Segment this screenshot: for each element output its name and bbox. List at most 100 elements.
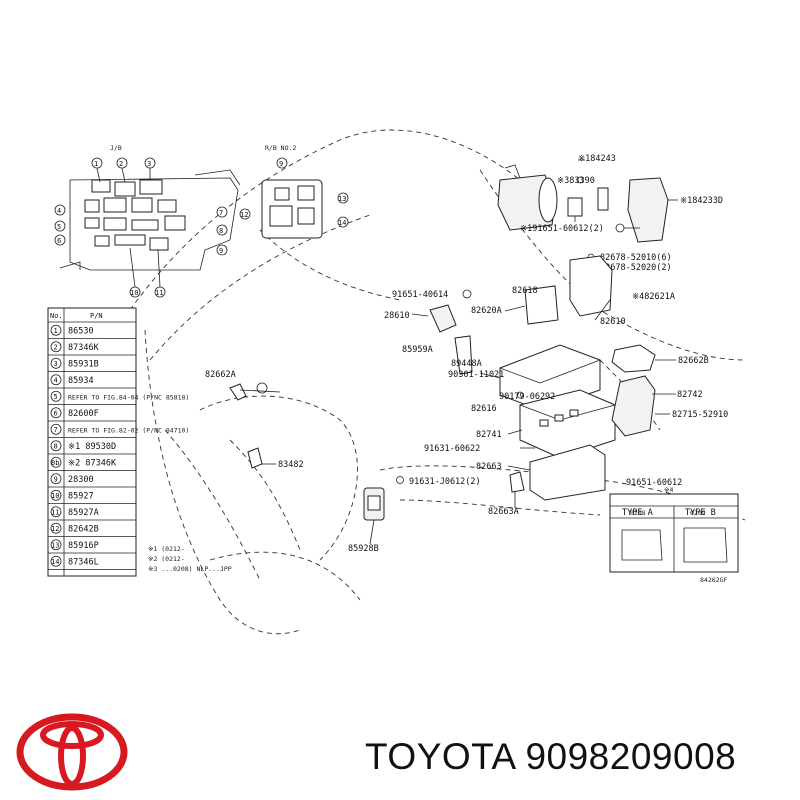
type-b-label: TYPE B (685, 508, 716, 518)
table-row-part-number: 82600F (68, 409, 99, 419)
table-row-number: 4 (54, 376, 58, 384)
parts-table: No. P/N (47, 307, 137, 577)
table-row-part-number: 86530 (68, 326, 94, 336)
callout-28: 85928B (348, 544, 379, 554)
svg-text:8: 8 (219, 227, 223, 235)
relay-group: ※184243 ※383390 ※184233D ※191651-60612(2… (497, 154, 723, 302)
table-row-number: 1 (54, 327, 58, 335)
table-note: ※2 (0212- (148, 555, 185, 563)
table-row-number-circle (50, 489, 62, 501)
type-a-label: TYPE A (622, 508, 653, 518)
callout-1: ※383390 (557, 176, 595, 186)
table-row-part-number: 85931B (68, 359, 99, 369)
table-row-number: 2 (54, 343, 58, 351)
table-row-number: 12 (51, 525, 59, 533)
callout-10: 82620A (471, 306, 502, 316)
table-row-number-circle (50, 423, 62, 435)
table-row-part-number: REFER TO FIG.82-02 (P/NC 84710) (68, 426, 189, 434)
sensor-group: 82662A 83482 85928B (205, 370, 385, 554)
callout-18: 82742 (677, 390, 703, 400)
svg-text:9: 9 (219, 247, 223, 255)
table-row-number: 8 (54, 442, 58, 450)
inset-left-title: J/B (110, 144, 122, 152)
toyota-logo-icon (16, 713, 128, 791)
svg-text:13: 13 (338, 195, 346, 203)
table-row-number: 14 (51, 558, 59, 566)
svg-text:9: 9 (279, 160, 283, 168)
callout-9: 28610 (384, 311, 410, 321)
table-row-number: 8b (51, 459, 59, 467)
table-header-no: No. (50, 312, 63, 320)
callout-8: 82618 (512, 286, 538, 296)
table-row-part-number: 85927A (68, 508, 99, 518)
table-note: ※1 (0212- (148, 545, 185, 553)
table-row-number: 11 (51, 508, 59, 516)
type-header-right: 0209 (690, 509, 706, 517)
callout-6: ※482621A (632, 292, 675, 302)
jb-inset: J/B 1 2 3 4 5 6 7 8 9 10 11 (54, 144, 241, 298)
table-row-number-circle (50, 374, 62, 386)
callout-17: 90179-06292 (499, 392, 555, 402)
connector-group: 91651-40614 82618 28610 82620A 82610 859… (384, 255, 626, 375)
svg-text:4: 4 (57, 207, 61, 215)
callout-3: ※191651-60612(2) (520, 224, 604, 234)
table-row-part-number: 28300 (68, 475, 94, 485)
table-row-number: 13 (51, 541, 59, 549)
svg-text:12: 12 (240, 211, 248, 219)
type-box: ※4 0208 0209 TYPE A TYPE B 84262GF (609, 486, 739, 584)
callout-22: 91631-60622 (424, 444, 480, 454)
callout-16: 82662B (678, 356, 709, 366)
inset-right-title: R/B NO.2 (265, 144, 296, 152)
callout-20: 82715-52910 (672, 410, 728, 420)
table-row-number: 10 (51, 492, 59, 500)
callout-12: 85959A (402, 345, 433, 355)
table-row-number: 3 (54, 360, 58, 368)
table-row-part-number: 87346K (68, 343, 100, 353)
table-row-number: 9 (54, 475, 58, 483)
table-row-part-number: 85934 (68, 376, 94, 386)
table-row-part-number: 85927 (68, 491, 94, 501)
fuse-box: 90301-11021 89448A 82662B 90179-06292 82… (396, 344, 728, 517)
callout-19: 82616 (471, 404, 497, 414)
svg-text:2: 2 (119, 160, 123, 168)
callout-4: 82678-52010(6) (600, 253, 672, 263)
callout-15b: 82662A (205, 370, 236, 380)
svg-text:10: 10 (130, 289, 138, 297)
svg-text:1: 1 (94, 160, 98, 168)
callout-25: 91631-J0612(2) (409, 477, 481, 487)
part-number: 9098209008 (525, 736, 737, 777)
diagram-code: 84262GF (700, 576, 727, 584)
table-row-part-number: ※2 87346K (68, 458, 117, 468)
callout-27: 82663A (488, 507, 519, 517)
callout-23: 82663 (476, 462, 502, 472)
type-marker: ※4 (664, 486, 673, 494)
callout-2: ※184233D (680, 196, 723, 206)
svg-text:7: 7 (219, 209, 223, 217)
callout-11: 82610 (600, 317, 626, 327)
callout-5: 82678-52020(2) (600, 263, 672, 273)
table-row-number-circle (50, 522, 62, 534)
table-row-number: 6 (54, 409, 58, 417)
table-row-number-circle (50, 440, 62, 452)
table-note: ※3 ...0208) NLP...JPP (148, 565, 232, 573)
table-row-number-circle (50, 341, 62, 353)
callout-21: 82741 (476, 430, 502, 440)
callout-14: 89448A (451, 359, 482, 369)
svg-text:3: 3 (147, 160, 151, 168)
table-row-part-number: 82642B (68, 524, 99, 534)
table-row-number-circle (50, 506, 62, 518)
brand-name: TOYOTA (365, 736, 515, 777)
callout-0: ※184243 (578, 154, 616, 164)
table-row-number-circle (50, 456, 62, 468)
table-row-number-circle (50, 539, 62, 551)
callout-26: 91651-60612 (626, 478, 682, 488)
table-row-number-circle (50, 357, 62, 369)
callout-7: 91651-40614 (392, 290, 448, 300)
table-row-number-circle (50, 473, 62, 485)
callout-13: 90301-11021 (448, 370, 504, 380)
table-header-pn: P/N (90, 312, 103, 320)
table-row-part-number: 85916P (68, 541, 99, 551)
table-row-number-circle (50, 407, 62, 419)
